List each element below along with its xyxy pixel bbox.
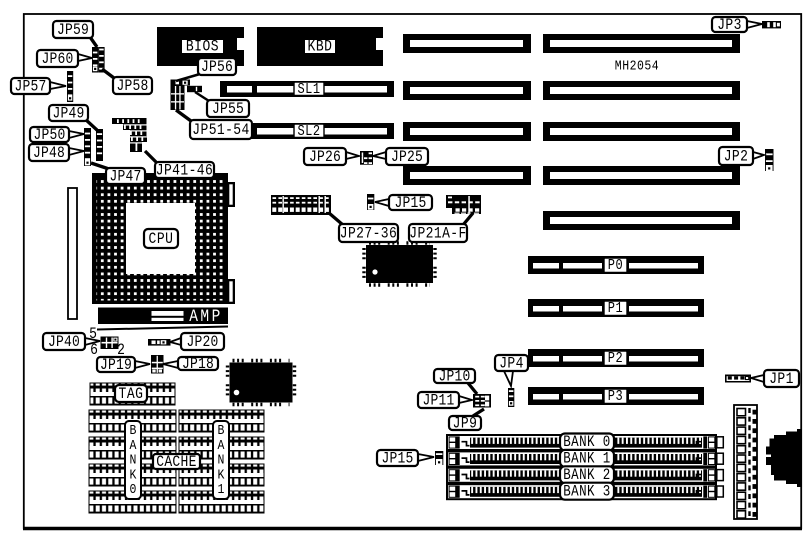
svg-text:JP15: JP15 (381, 450, 413, 467)
svg-text:K: K (130, 466, 137, 482)
svg-text:P0: P0 (608, 258, 623, 274)
svg-text:JP20: JP20 (186, 334, 218, 351)
svg-text:JP50: JP50 (33, 127, 65, 144)
svg-text:JP2: JP2 (724, 148, 749, 165)
svg-text:JP56: JP56 (201, 59, 233, 76)
svg-text:JP4: JP4 (499, 355, 524, 372)
svg-text:JP48: JP48 (33, 145, 65, 162)
svg-text:1: 1 (218, 481, 225, 497)
svg-text:JP11: JP11 (422, 392, 454, 409)
svg-text:JP1: JP1 (769, 371, 794, 388)
svg-text:BIOS: BIOS (186, 38, 219, 55)
svg-text:B: B (130, 422, 137, 438)
svg-text:JP26: JP26 (309, 149, 341, 166)
svg-text:JP40: JP40 (48, 334, 80, 351)
svg-text:P1: P1 (608, 301, 623, 317)
svg-text:JP15: JP15 (394, 195, 426, 212)
svg-text:K: K (218, 466, 225, 482)
svg-text:JP58: JP58 (116, 78, 148, 95)
svg-text:A: A (130, 437, 137, 453)
svg-text:JP49: JP49 (52, 105, 84, 122)
svg-text:JP21A-F: JP21A-F (409, 225, 466, 242)
svg-text:A: A (218, 437, 225, 453)
svg-text:JP60: JP60 (41, 51, 73, 68)
svg-text:CPU: CPU (149, 231, 174, 248)
svg-text:P3: P3 (608, 389, 623, 405)
svg-text:JP3: JP3 (717, 17, 742, 34)
svg-text:TAG: TAG (119, 386, 144, 403)
svg-text:JP18: JP18 (182, 356, 214, 373)
svg-text:MH2054: MH2054 (615, 57, 659, 73)
svg-text:AMP: AMP (189, 307, 223, 327)
svg-text:2: 2 (117, 342, 125, 359)
svg-text:JP41-46: JP41-46 (156, 162, 213, 179)
svg-text:5: 5 (89, 326, 97, 343)
svg-text:CACHE: CACHE (156, 454, 197, 471)
svg-text:JP47: JP47 (109, 168, 141, 185)
svg-text:SL1: SL1 (297, 82, 320, 98)
svg-text:BANK 3: BANK 3 (563, 483, 610, 500)
svg-text:N: N (218, 452, 225, 468)
svg-text:0: 0 (130, 481, 137, 497)
svg-text:B: B (218, 422, 225, 438)
svg-text:BANK 1: BANK 1 (563, 451, 610, 468)
svg-text:6: 6 (90, 342, 98, 359)
svg-text:JP27-36: JP27-36 (340, 225, 397, 242)
svg-text:BANK 2: BANK 2 (563, 467, 610, 484)
svg-text:JP59: JP59 (57, 22, 89, 39)
svg-text:JP51-54: JP51-54 (192, 122, 249, 139)
svg-text:JP19: JP19 (100, 357, 132, 374)
svg-text:N: N (130, 452, 137, 468)
svg-text:BANK 0: BANK 0 (563, 434, 610, 451)
svg-text:P2: P2 (608, 351, 623, 367)
svg-text:JP25: JP25 (391, 149, 423, 166)
svg-text:JP10: JP10 (438, 368, 470, 385)
svg-text:KBD: KBD (308, 38, 333, 55)
svg-text:JP55: JP55 (212, 101, 244, 118)
svg-text:JP9: JP9 (453, 415, 478, 432)
svg-text:JP57: JP57 (14, 78, 46, 95)
svg-text:SL2: SL2 (297, 124, 320, 140)
